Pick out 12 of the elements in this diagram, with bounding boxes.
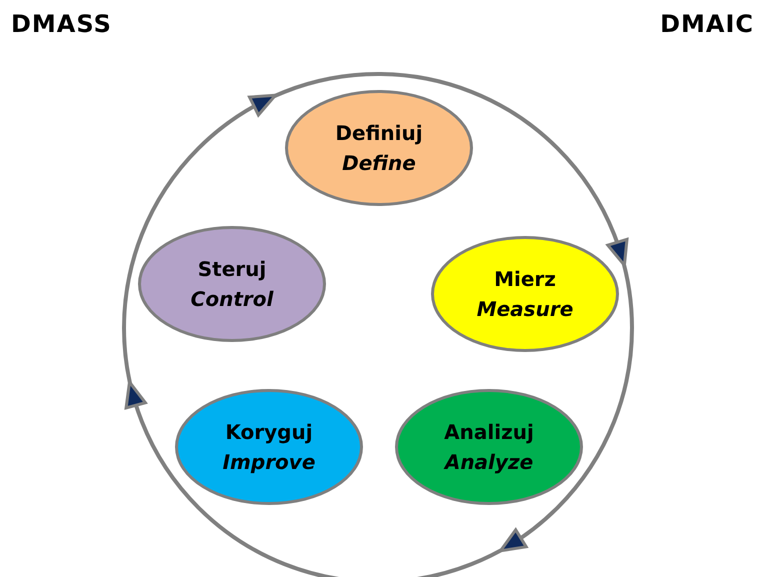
method-label: DMASS: [11, 10, 112, 38]
phase-name: Koryguj: [225, 419, 313, 446]
phase-translation: Measure: [476, 296, 574, 323]
phase-name: Analizuj: [444, 419, 534, 446]
phase-translation: Analyze: [444, 449, 534, 476]
phase-translation: Improve: [222, 449, 316, 476]
phase-name: Steruj: [198, 256, 266, 283]
phase-name: Mierz: [494, 266, 556, 293]
method-label: DMAIC: [660, 10, 754, 38]
phase-translation: Control: [190, 286, 274, 313]
phase-name: Definiuj: [335, 120, 423, 147]
phase-translation: Define: [342, 150, 416, 177]
